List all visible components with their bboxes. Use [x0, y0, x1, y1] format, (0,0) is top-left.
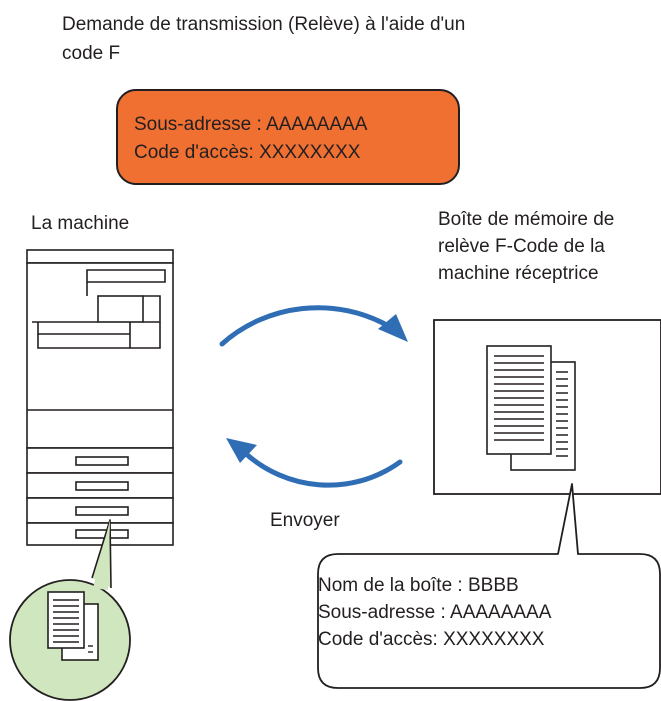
machine-documents-callout: [9, 519, 131, 701]
request-access-code: Code d'accès: XXXXXXXX: [134, 142, 361, 163]
memory-box-info-callout: [317, 483, 661, 689]
title-line-2: code F: [62, 43, 121, 64]
memory-box-icon: [433, 319, 661, 495]
machine-label: La machine: [31, 213, 130, 234]
memory-box-label-line-3: machine réceptrice: [438, 263, 599, 284]
send-label: Envoyer: [270, 510, 340, 531]
copier-machine-icon: [26, 249, 174, 546]
title-line-1: Demande de transmission (Relève) à l'aid…: [62, 14, 466, 35]
request-subaddress: Sous-adresse : AAAAAAAA: [134, 114, 368, 135]
memory-box-label-line-2: relève F-Code de la: [438, 236, 605, 257]
memory-box-label: Boîte de mémoire de relève F-Code de la …: [438, 206, 661, 287]
diagram-title: Demande de transmission (Relève) à l'aid…: [62, 10, 622, 68]
memory-box-info-text: Nom de la boîte : BBBB Sous-adresse : AA…: [318, 572, 551, 653]
transfer-arrows: [219, 305, 408, 488]
request-arrow-icon: [219, 305, 395, 347]
box-name-line: Nom de la boîte : BBBB: [318, 575, 519, 596]
request-credentials-box: Sous-adresse : AAAAAAAA Code d'accès: XX…: [116, 89, 460, 185]
box-subaddress-line: Sous-adresse : AAAAAAAA: [318, 602, 552, 623]
send-arrow-icon: [241, 449, 403, 488]
machine-documents-icon: [47, 591, 99, 661]
box-access-code-line: Code d'accès: XXXXXXXX: [318, 629, 545, 650]
memory-box-label-line-1: Boîte de mémoire de: [438, 209, 615, 230]
